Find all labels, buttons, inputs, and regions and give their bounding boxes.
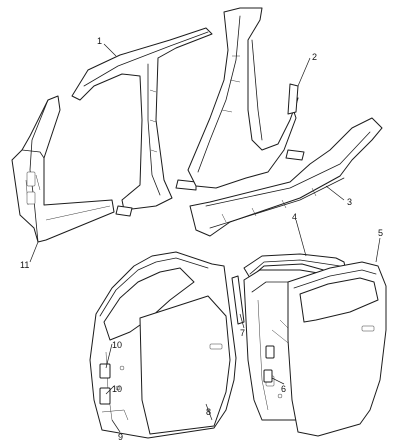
- callout-10-upper: 10: [112, 340, 122, 350]
- callout-1: 1: [97, 36, 102, 46]
- front-door-hinge-hardware: [99, 363, 129, 421]
- callout-10-lower: 10: [112, 384, 122, 394]
- roof-rail-b-pillar-part: [71, 27, 213, 217]
- callout-9: 9: [118, 432, 123, 442]
- rear-door-hinge-hardware: [263, 345, 275, 383]
- callout-6: 6: [281, 384, 286, 394]
- callout-4: 4: [292, 212, 297, 222]
- rear-door-seal-strip: [231, 275, 245, 325]
- callout-3: 3: [347, 197, 352, 207]
- callout-8: 8: [206, 407, 211, 417]
- callout-7: 7: [240, 328, 245, 338]
- front-hinge-pillar-part: [11, 95, 115, 243]
- callout-5: 5: [378, 228, 383, 238]
- callout-2: 2: [312, 52, 317, 62]
- rear-door-outer-part: [287, 261, 387, 437]
- quarter-panel-inner-part: [187, 7, 299, 189]
- callout-labels: 1 2 3 4 5 6 7 8 9 10 10 11: [20, 36, 383, 442]
- callout-11: 11: [20, 260, 29, 270]
- leader-lines: [29, 43, 381, 433]
- rocker-panel-part: [189, 117, 383, 237]
